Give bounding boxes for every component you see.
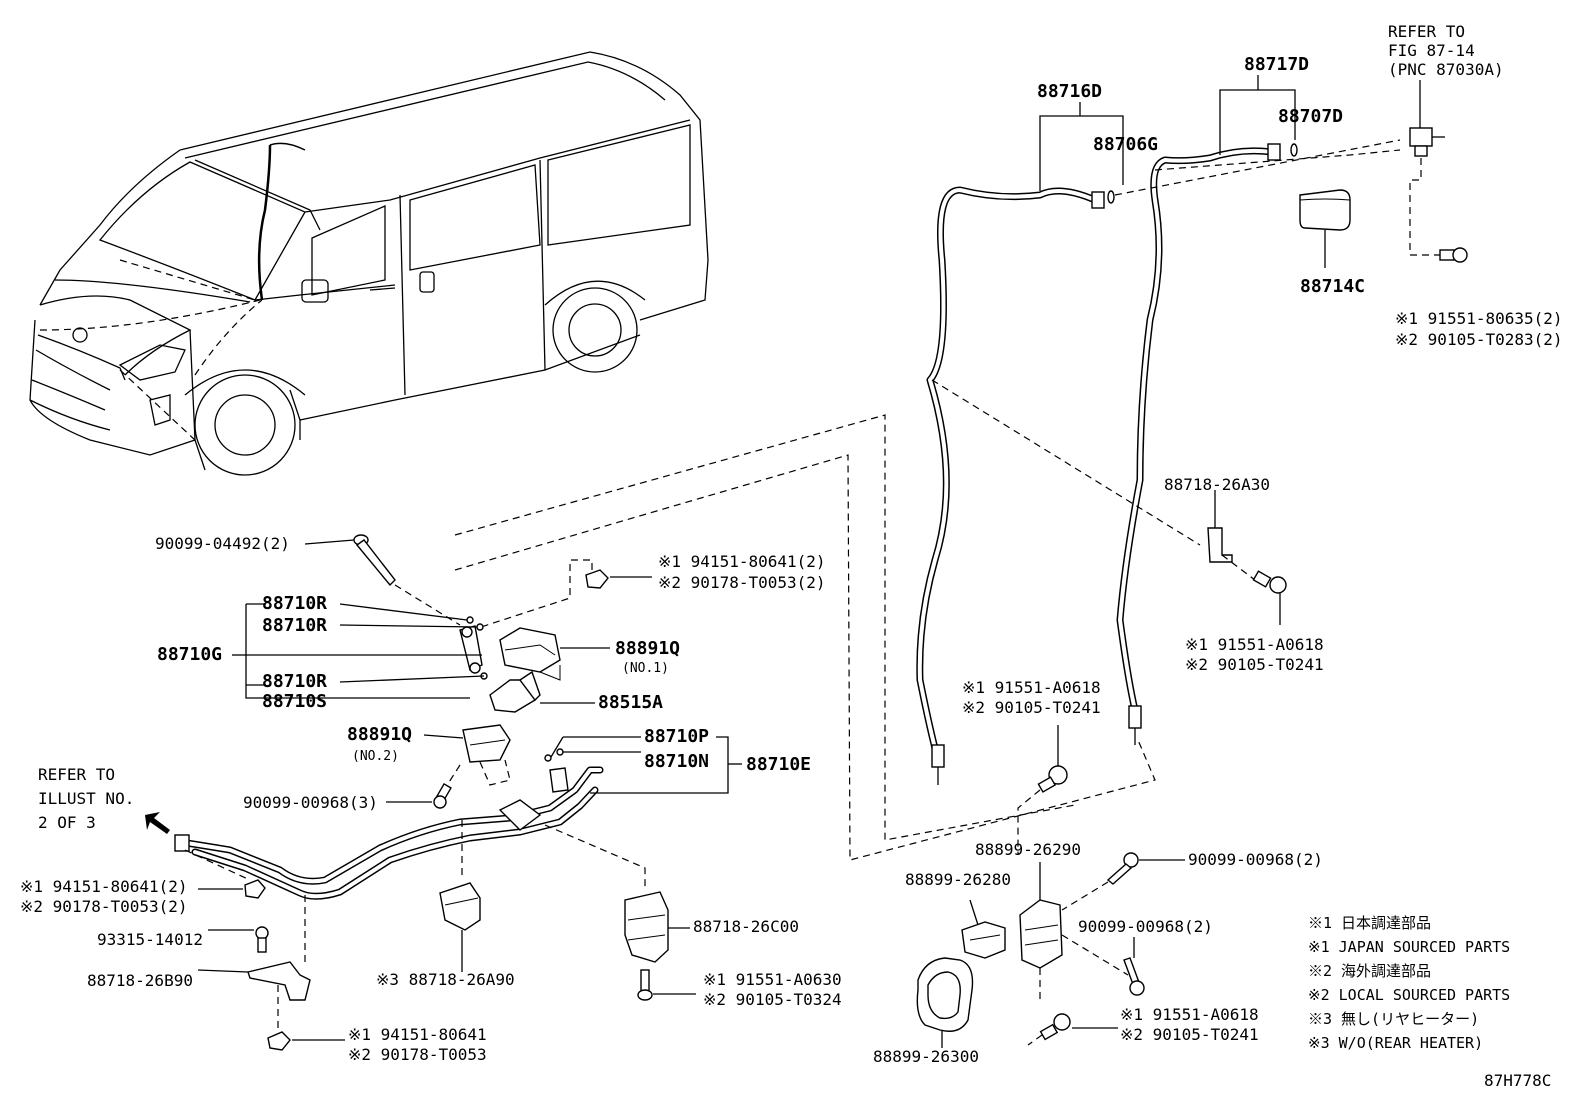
- label-no2: (NO.2): [352, 749, 399, 764]
- label-88714C: 88714C: [1300, 276, 1365, 297]
- label-88899-26280: 88899-26280: [905, 870, 1011, 889]
- clamp-88718-26B90-icon: [247, 961, 311, 1001]
- label-nut-top-1: ※1 94151-80641(2): [658, 552, 826, 571]
- bolt-bottom-right-icon: [1039, 1013, 1071, 1041]
- label-bolt-26c00-2: ※2 90105-T0324: [703, 990, 842, 1009]
- label-90099-00968-3: 90099-00968(3): [243, 793, 378, 812]
- label-88710R-3: 88710R: [262, 671, 327, 692]
- refer-illust-line3: 2 OF 3: [38, 813, 96, 832]
- label-bolt-bottom-right-1: ※1 91551-A0618: [1120, 1005, 1259, 1024]
- label-88707D: 88707D: [1278, 106, 1343, 127]
- grommet-88899-26300-icon: [916, 957, 974, 1032]
- bolt-90099-00968-icon: [433, 782, 452, 809]
- label-88718-26C00: 88718-26C00: [693, 917, 799, 936]
- figure-code: 87H778C: [1484, 1071, 1551, 1090]
- label-88718-26A30: 88718-26A30: [1164, 475, 1270, 494]
- bolt-center-icon: [1037, 765, 1068, 793]
- bracket-88891Q-no1-icon: [499, 627, 561, 681]
- label-88899-26300: 88899-26300: [873, 1047, 979, 1066]
- legend-line-2: ※1 JAPAN SOURCED PARTS: [1308, 938, 1510, 956]
- label-center-bolt-2: ※2 90105-T0241: [962, 698, 1101, 717]
- refer-fig-line3: (PNC 87030A): [1388, 60, 1504, 79]
- clamp-88718-26A30-icon: [1207, 527, 1233, 563]
- label-right-mid-bolt-2: ※2 90105-T0241: [1185, 655, 1324, 674]
- label-88710G: 88710G: [157, 644, 222, 665]
- label-88891Q-1: 88891Q: [615, 638, 680, 659]
- label-right-mid-bolt-1: ※1 91551-A0618: [1185, 635, 1324, 654]
- label-no1: (NO.1): [622, 661, 669, 676]
- bracket-88899-26290-icon: [1019, 899, 1063, 969]
- label-top-right-bolt-1: ※1 91551-80635(2): [1395, 309, 1563, 328]
- label-nut-bottom-2: ※2 90178-T0053: [348, 1045, 487, 1064]
- bolt-93315-14012-icon: [255, 926, 269, 953]
- bolt-90099-00968-lower-icon: [1123, 957, 1145, 996]
- label-88710R-1: 88710R: [262, 593, 327, 614]
- refer-illust-line1: REFER TO: [38, 765, 115, 784]
- label-93315-14012: 93315-14012: [97, 930, 203, 949]
- legend-line-3: ※2 海外調達部品: [1308, 962, 1431, 980]
- nut-bottom-icon: [267, 1031, 291, 1051]
- label-88515A: 88515A: [598, 692, 663, 713]
- legend-line-1: ※1 日本調達部品: [1308, 914, 1431, 932]
- insulator-icon: [1299, 189, 1351, 231]
- label-88710S: 88710S: [262, 691, 327, 712]
- bracket-88891Q-no2-icon: [462, 724, 511, 763]
- label-90099-00968-2a: 90099-00968(2): [1188, 850, 1323, 869]
- nut-left-icon: [244, 879, 266, 899]
- bolt-90099-00968-upper-icon: [1106, 852, 1139, 885]
- bracket-88899-26280-icon: [961, 921, 1006, 959]
- label-nut-left-1: ※1 94151-80641(2): [20, 877, 188, 896]
- label-top-right-bolt-2: ※2 90105-T0283(2): [1395, 330, 1563, 349]
- label-88718-26A90: ※3 88718-26A90: [376, 970, 515, 989]
- bolt-91551-A0618-icon: [1252, 570, 1287, 594]
- legend-line-5: ※3 無し(リヤヒーター): [1308, 1010, 1479, 1028]
- clip-88718-26A90-icon: [439, 882, 481, 931]
- label-bolt-26c00-1: ※1 91551-A0630: [703, 970, 842, 989]
- arrow-icon: [145, 812, 170, 834]
- label-88710P: 88710P: [644, 726, 709, 747]
- clip-88718-26C00-icon: [624, 891, 669, 963]
- label-nut-bottom-1: ※1 94151-80641: [348, 1025, 487, 1044]
- label-90099-00968-2b: 90099-00968(2): [1078, 917, 1213, 936]
- rear-cooler-pipes: [454, 75, 1468, 861]
- refer-fig-line1: REFER TO: [1388, 22, 1465, 41]
- label-88710R-2: 88710R: [262, 615, 327, 636]
- van-illustration: [29, 51, 709, 476]
- label-88899-26290: 88899-26290: [975, 840, 1081, 859]
- front-parts: [145, 534, 742, 1051]
- refer-fig-line2: FIG 87-14: [1388, 41, 1475, 60]
- label-88710E: 88710E: [746, 754, 811, 775]
- legend: ※1 日本調達部品 ※1 JAPAN SOURCED PARTS ※2 海外調達…: [1308, 914, 1510, 1052]
- label-88891Q-2: 88891Q: [347, 724, 412, 745]
- bracket-88515A-icon: [489, 670, 541, 713]
- bolt-91551-A0630-icon: [637, 969, 653, 1001]
- label-88716D: 88716D: [1037, 81, 1102, 102]
- label-90099-04492: 90099-04492(2): [155, 534, 290, 553]
- label-88710N: 88710N: [644, 751, 709, 772]
- lower-right-parts: [916, 725, 1185, 1048]
- bolt-90099-04492-icon: [353, 534, 396, 587]
- label-bolt-bottom-right-2: ※2 90105-T0241: [1120, 1025, 1259, 1044]
- legend-line-6: ※3 W/O(REAR HEATER): [1308, 1034, 1483, 1052]
- label-nut-left-2: ※2 90178-T0053(2): [20, 897, 188, 916]
- label-nut-top-2: ※2 90178-T0053(2): [658, 573, 826, 592]
- nut-94151-80641-icon: [585, 569, 609, 589]
- legend-line-4: ※2 LOCAL SOURCED PARTS: [1308, 986, 1510, 1004]
- label-88718-26B90: 88718-26B90: [87, 971, 193, 990]
- refer-illust-line2: ILLUST NO.: [38, 789, 134, 808]
- label-88706G: 88706G: [1093, 134, 1158, 155]
- label-88717D: 88717D: [1244, 54, 1309, 75]
- bolt-91551-80635-icon: [1439, 247, 1468, 263]
- label-center-bolt-1: ※1 91551-A0618: [962, 678, 1101, 697]
